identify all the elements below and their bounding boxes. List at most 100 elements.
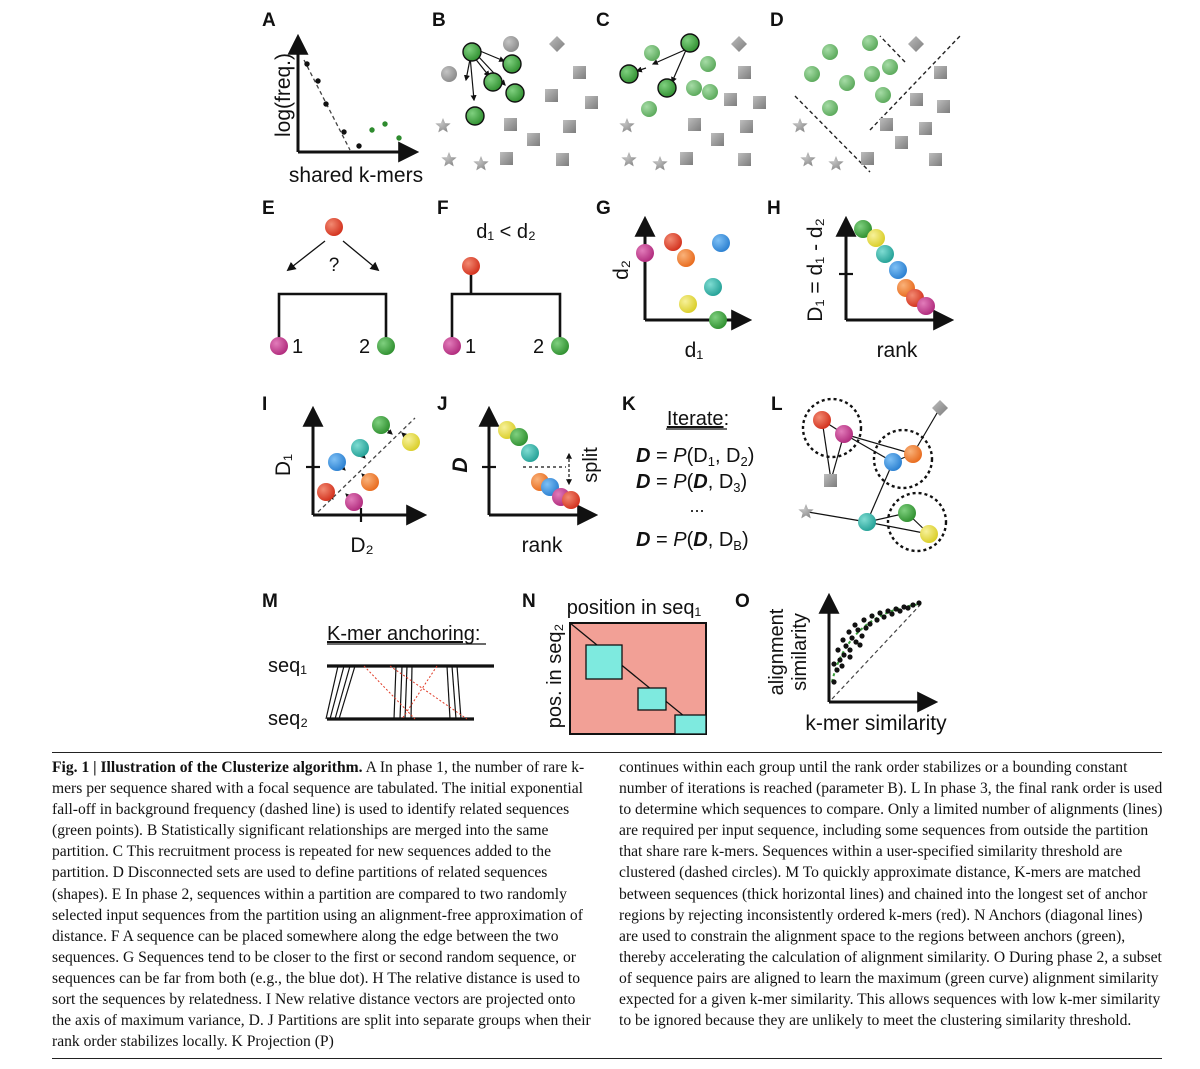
- b-star-shapes: [435, 118, 489, 171]
- d-diamond-shape: [908, 36, 924, 52]
- panel-g: G d₂ d₁: [596, 198, 753, 362]
- e-arrow-right: [342, 240, 380, 272]
- b-square-shapes: [500, 66, 598, 166]
- panel-l: L: [771, 394, 948, 553]
- panel-o: O alignment similarity k-mer similarity: [735, 591, 947, 735]
- o-identity-line: [831, 603, 922, 700]
- caption-column-left: Fig. 1 | Illustration of the Clusterize …: [52, 757, 593, 1052]
- caption-left-text: A In phase 1, the number of rare k-mers …: [52, 759, 591, 1051]
- m-anchor-lines: [325, 665, 462, 720]
- j-ranked-points: [498, 421, 580, 509]
- o-y-label-line2: similarity: [789, 613, 811, 691]
- f-leaf-1-label: 1: [465, 336, 476, 358]
- e-sequence-1: [270, 337, 288, 355]
- d-star-partition: [792, 118, 844, 171]
- panel-label-b: B: [432, 10, 446, 31]
- panel-label-d: D: [770, 10, 784, 31]
- l-square-outside: [824, 474, 837, 487]
- caption-bottom-rule: [52, 1058, 1162, 1059]
- o-sequence-pairs: [831, 600, 922, 685]
- o-maximum-curve: [831, 603, 922, 683]
- k-ellipsis: ...: [689, 496, 704, 516]
- g-sequence-points: [636, 233, 730, 329]
- j-y-label: D: [449, 457, 472, 472]
- caption-right-text: continues within each group until the ra…: [619, 759, 1163, 1030]
- f-placed-sequence: [462, 257, 480, 275]
- a-related-points: [369, 121, 402, 141]
- figure-1-panels: A log(freq.) shared k-mers B: [262, 10, 961, 735]
- k-equation-3: D = P(D, DB): [636, 529, 749, 553]
- caption-figure-title: Fig. 1 | Illustration of the Clusterize …: [52, 759, 363, 776]
- c-star-shapes: [619, 118, 668, 171]
- panel-label-i: I: [262, 394, 267, 415]
- c-lightgreen-circles: [641, 45, 718, 117]
- k-title: Iterate:: [667, 408, 729, 430]
- panel-n: N position in seq₁ pos. in seq₂: [522, 591, 707, 735]
- b-grey-circles: [441, 36, 519, 82]
- e-tree-bracket: [277, 292, 388, 338]
- l-sequence-nodes: [813, 411, 938, 543]
- i-max-variance-axis: [317, 417, 416, 513]
- f-leaf-2-label: 2: [533, 336, 544, 358]
- e-focal-sequence: [325, 218, 343, 236]
- panel-label-g: G: [596, 198, 611, 219]
- panel-a: A log(freq.) shared k-mers: [262, 10, 423, 187]
- j-split-label: split: [580, 447, 602, 483]
- l-diamond-outside: [932, 400, 948, 416]
- j-x-label: rank: [522, 534, 563, 557]
- panel-label-n: N: [522, 591, 536, 612]
- f-title: d₁ < d₂: [476, 221, 536, 243]
- panel-label-j: J: [437, 394, 448, 415]
- panel-j: J D rank split: [437, 394, 602, 557]
- panel-label-c: C: [596, 10, 610, 31]
- l-alignment-lines: [807, 407, 941, 535]
- panel-label-a: A: [262, 10, 276, 31]
- n-regions-between-anchors: [585, 644, 707, 735]
- i-x-label: D₂: [350, 534, 373, 557]
- d-partition-boundary-1: [869, 35, 961, 131]
- panel-e: E ? 1 2: [262, 198, 395, 358]
- d-green-partition: [804, 35, 898, 116]
- c-square-shapes: [680, 66, 766, 166]
- e-sequence-2: [377, 337, 395, 355]
- d-partition-boundary-2: [879, 35, 906, 63]
- panel-h: H D₁ = d₁ - d₂ rank: [767, 198, 955, 362]
- f-tree-bracket: [450, 292, 562, 338]
- n-x-label: position in seq₁: [567, 597, 702, 619]
- panel-b: B: [432, 10, 598, 171]
- i-sequence-points: [317, 416, 420, 511]
- d-partition-boundary-3: [794, 95, 871, 173]
- h-ranked-points: [854, 220, 935, 315]
- panel-label-l: L: [771, 394, 783, 415]
- f-sequence-2: [551, 337, 569, 355]
- o-x-label: k-mer similarity: [805, 712, 947, 735]
- h-x-label: rank: [877, 339, 918, 362]
- l-star-outside: [798, 504, 814, 519]
- panel-k: K Iterate: D = P(D1, D2) D = P(D, D3) ..…: [622, 394, 754, 553]
- e-leaf-2-label: 2: [359, 336, 370, 358]
- panel-label-f: F: [437, 198, 449, 219]
- panel-m: M K-mer anchoring: seq₁ seq₂: [262, 591, 494, 730]
- f-sequence-1: [443, 337, 461, 355]
- m-rejected-kmers: [363, 665, 468, 720]
- panel-label-k: K: [622, 394, 636, 415]
- m-title: K-mer anchoring:: [327, 623, 480, 645]
- n-y-label: pos. in seq₂: [544, 624, 566, 729]
- panel-f: F d₁ < d₂ 1 2: [437, 198, 569, 358]
- h-y-label: D₁ = d₁ - d₂: [804, 218, 827, 321]
- panel-c: C: [596, 10, 766, 171]
- a-x-label: shared k-mers: [289, 164, 423, 187]
- caption-top-rule: [52, 752, 1162, 753]
- c-diamond-shape: [731, 36, 747, 52]
- c-node-links: [635, 48, 688, 84]
- b-related-sequence-nodes: [462, 42, 525, 126]
- a-y-label: log(freq.): [272, 53, 295, 137]
- panel-d: D: [770, 10, 961, 173]
- panel-label-m: M: [262, 591, 278, 612]
- panel-label-o: O: [735, 591, 750, 612]
- caption-column-right: continues within each group until the ra…: [619, 757, 1163, 1031]
- a-background-points: [304, 61, 362, 149]
- g-x-label: d₁: [685, 339, 704, 362]
- panel-label-e: E: [262, 198, 275, 219]
- b-diamond-shape: [549, 36, 565, 52]
